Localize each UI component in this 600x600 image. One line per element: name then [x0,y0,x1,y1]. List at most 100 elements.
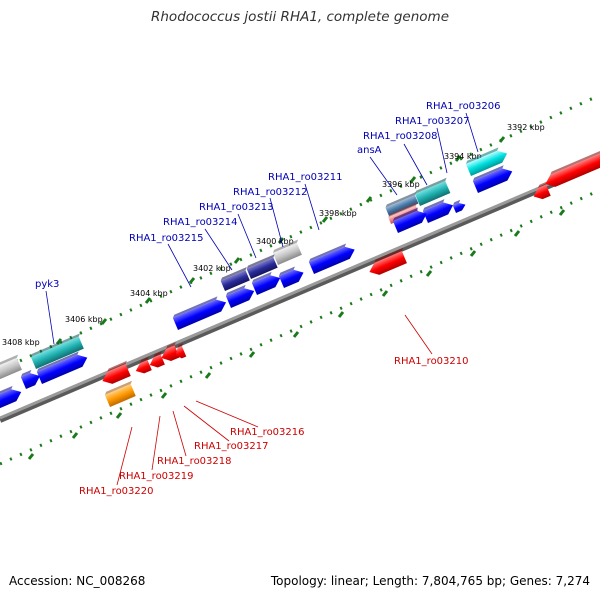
gene-label-ro03212: RHA1_ro03212 [233,187,308,198]
callout-line [404,314,433,355]
forward-callout-lines [45,112,479,345]
reverse-gene-arrow [149,351,165,368]
genome-backbone-shadow [0,161,600,423]
callout-line [116,426,133,486]
gene-label-ro03214: RHA1_ro03214 [163,217,238,228]
accession-text: Accession: NC_008268 [9,574,146,588]
tick-label: 3402 kbp [193,264,231,273]
callout-line [195,400,259,428]
major-tick [160,392,168,399]
tick-label: 3396 kbp [382,180,420,189]
tick-label: 3408 kbp [2,338,40,347]
gene-label-ro03206: RHA1_ro03206 [426,101,501,112]
callout-line [183,405,230,442]
gene-label-ro03207: RHA1_ro03207 [395,116,470,127]
callout-line [151,415,161,471]
major-tick [381,290,389,297]
feature-track [0,147,600,409]
forward-gene-arrow [308,243,355,274]
tick-label: 3394 kbp [444,152,482,161]
major-tick [513,230,521,237]
genome-backbone [0,160,600,420]
reverse-callout-lines [116,314,433,486]
major-tick [233,257,241,264]
callout-line [465,112,479,153]
forward-gene-arrow [225,284,255,308]
gene-label-ro03216: RHA1_ro03216 [230,427,305,438]
reverse-gene-arrow [545,150,600,187]
major-tick [188,277,196,284]
reverse-gene-arrow [175,343,187,359]
forward-gene-arrow [272,239,302,265]
gene-label-ro03219: RHA1_ro03219 [119,471,194,482]
major-tick [337,311,345,318]
forward-gene-arrow [251,271,281,295]
forward-gene-arrow [246,254,278,279]
genome-stats-text: Topology: linear; Length: 7,804,765 bp; … [270,574,590,588]
forward-gene-arrow [0,385,22,409]
callout-line [436,127,448,174]
reverse-gene-arrow [161,342,180,361]
forward-gene-arrow [414,177,451,206]
major-tick [115,412,123,419]
forward-gene-arrow [392,207,427,233]
callout-line [172,410,187,457]
major-tick [558,209,566,216]
callout-line [403,143,428,186]
forward-gene-arrow [278,266,304,288]
gene-label-ro03220: RHA1_ro03220 [79,486,154,497]
gene-label-pyk3: pyk3 [35,279,59,290]
tick-label: 3400 kbp [256,237,294,246]
tick-label: 3406 kbp [65,315,103,324]
major-tick [27,453,35,460]
forward-gene-arrow [30,333,84,369]
major-tick [365,196,373,203]
gene-label-ro03211: RHA1_ro03211 [268,172,343,183]
major-tick [292,331,300,338]
major-tick [425,270,433,277]
major-tick [454,155,462,162]
forward-tick-track [0,93,600,372]
callout-line [269,197,284,248]
reverse-gene-arrow [369,247,407,275]
gene-label-ro03217: RHA1_ro03217 [194,441,269,452]
major-tick [248,351,256,358]
gene-label-ro03215: RHA1_ro03215 [129,233,204,244]
gene-label-ro03213: RHA1_ro03213 [199,202,274,213]
map-title: Rhodococcus jostii RHA1, complete genome [151,9,449,25]
forward-gene-arrow [36,351,88,384]
forward-gene-arrow [0,354,22,380]
major-tick [71,432,79,439]
forward-gene-arrow [385,191,419,216]
callout-line [204,228,233,271]
callout-line [167,243,192,288]
forward-gene-arrow [422,199,454,223]
gene-label-ro03218: RHA1_ro03218 [157,456,232,467]
major-tick [469,250,477,257]
callout-line [304,183,320,231]
tick-label: 3398 kbp [319,209,357,218]
gene-label-ro03210: RHA1_ro03210 [394,356,469,367]
forward-gene-arrow [220,267,250,291]
gene-label-ansA: ansA [357,145,382,156]
major-tick [144,297,152,304]
major-tick [498,136,506,143]
forward-gene-arrow [472,165,513,193]
callout-line [45,290,55,345]
major-tick [321,216,329,223]
gene-label-ro03208: RHA1_ro03208 [363,131,438,142]
tick-label: 3392 kbp [507,123,545,132]
major-tick [409,176,417,183]
callout-line [237,213,257,259]
major-tick [100,318,108,325]
forward-gene-arrow [104,380,136,407]
callout-line [369,156,398,196]
forward-gene-arrow [465,147,508,176]
reverse-gene-arrow [533,181,551,200]
forward-gene-arrow [20,369,41,389]
forward-gene-arrow [172,296,227,330]
reverse-gene-arrow [102,360,131,384]
tick-label: 3404 kbp [130,289,168,298]
forward-gene-arrow [452,199,466,213]
